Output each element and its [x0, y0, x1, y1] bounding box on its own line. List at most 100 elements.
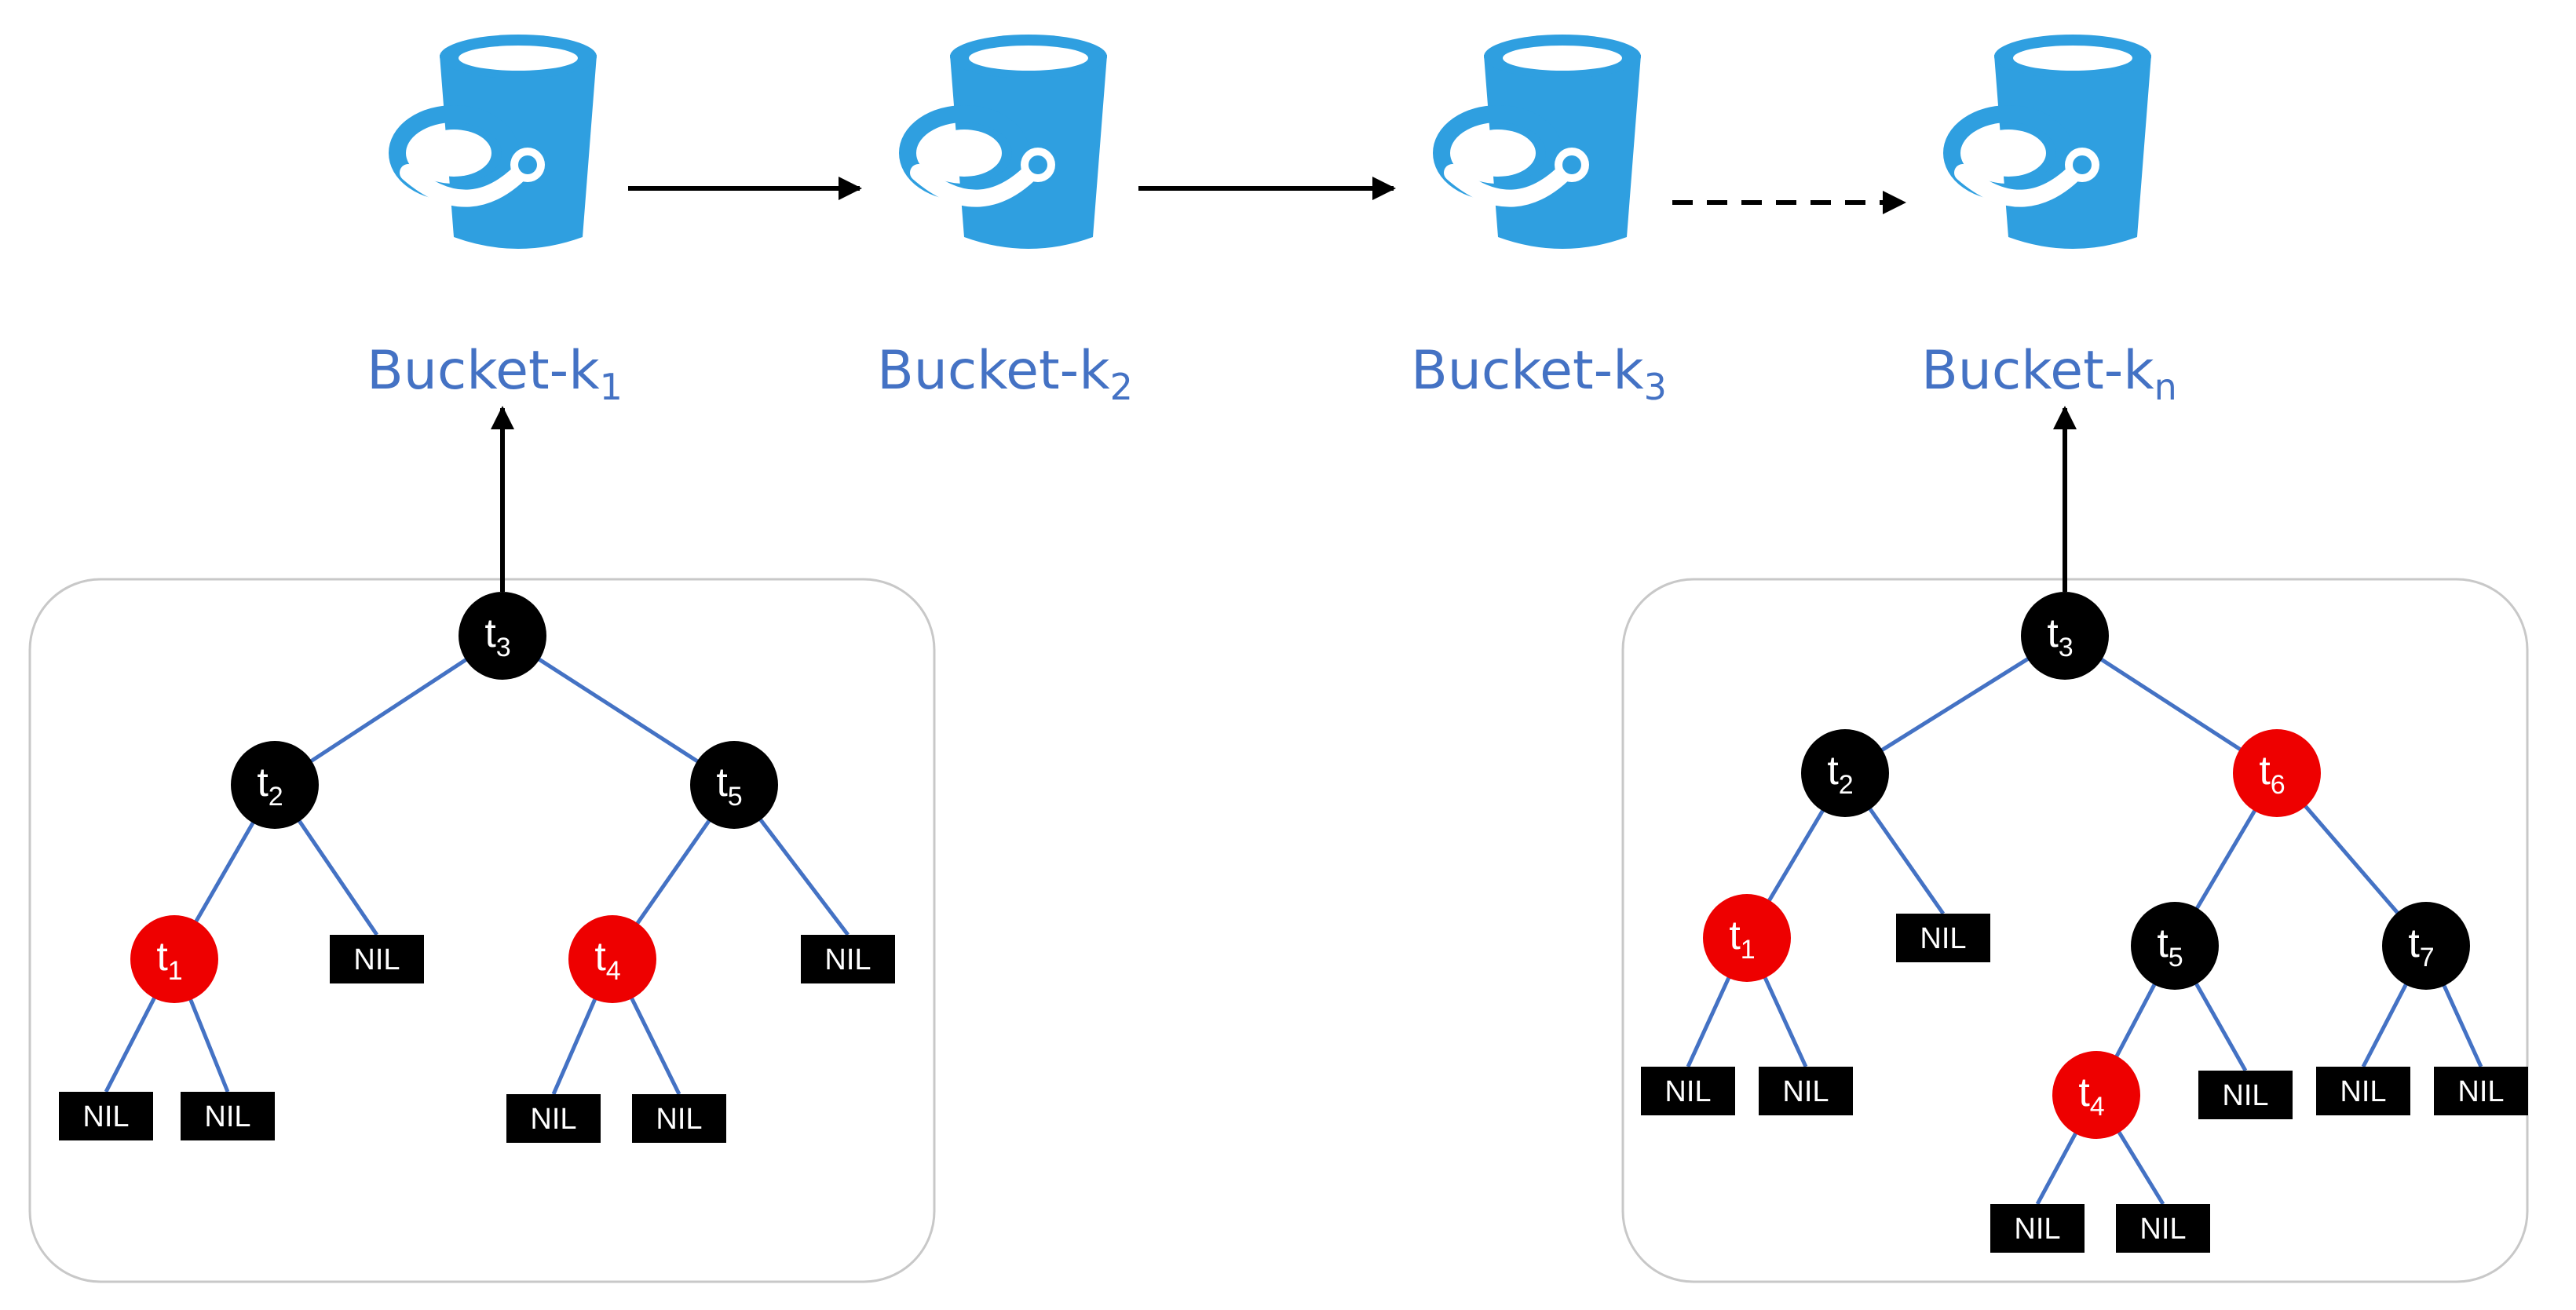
tree-node-t1: t1 — [1703, 894, 1791, 982]
tree-node-t3: t3 — [2021, 592, 2109, 680]
bucket-label-main: Bucket-k — [367, 340, 600, 402]
node-label: t6 — [2259, 748, 2285, 800]
bucket-icon — [397, 35, 597, 249]
node-label-main: t — [2078, 1070, 2090, 1115]
nil-box — [2116, 1204, 2210, 1253]
bucket-label-subscript: 2 — [1110, 366, 1133, 408]
nil-box — [2198, 1071, 2293, 1119]
node-label-subscript: 6 — [2271, 770, 2286, 800]
tree-node-t5: t5 — [690, 741, 778, 829]
nil-leaf: NIL — [801, 935, 895, 983]
nil-leaf: NIL — [1990, 1204, 2085, 1253]
nil-box — [2434, 1067, 2528, 1115]
nil-box — [632, 1094, 726, 1143]
nil-box — [2316, 1067, 2410, 1115]
node-label: t2 — [1827, 748, 1853, 800]
node-label-main: t — [716, 760, 728, 805]
node-label: t3 — [484, 611, 510, 662]
nil-leaf: NIL — [632, 1094, 726, 1143]
nil-leaf: NIL — [2316, 1067, 2410, 1115]
tree-node-t5: t5 — [2131, 902, 2219, 990]
nil-label: NIL — [1664, 1075, 1711, 1108]
nil-label: NIL — [530, 1103, 576, 1136]
node-label-main: t — [2047, 611, 2059, 656]
nil-label: NIL — [656, 1103, 702, 1136]
nil-label: NIL — [82, 1100, 129, 1133]
tree-node-t3: t3 — [459, 592, 546, 680]
node-label-main: t — [1827, 748, 1839, 794]
node-label: t5 — [716, 760, 742, 812]
node-label: t5 — [2157, 921, 2183, 972]
bucket-label-main: Bucket-k — [1411, 340, 1644, 402]
node-label-subscript: 4 — [2090, 1092, 2105, 1122]
bucket-icon — [1952, 35, 2151, 249]
tree-node-t2: t2 — [1801, 729, 1889, 817]
tree-node-t6: t6 — [2233, 729, 2321, 817]
bucket-icon — [908, 35, 1107, 249]
nil-leaf: NIL — [1641, 1067, 1735, 1115]
nil-label: NIL — [2457, 1075, 2504, 1108]
bucket-4: Bucket-kn — [1921, 35, 2177, 408]
tree-node-t1: t1 — [130, 915, 218, 1003]
nil-label: NIL — [2139, 1213, 2186, 1246]
bucket-label-subscript: 3 — [1644, 366, 1667, 408]
nil-box — [1896, 914, 1990, 962]
black-node-circle — [2021, 592, 2109, 680]
nil-label: NIL — [2014, 1213, 2060, 1246]
bucket-label: Bucket-k1 — [367, 340, 623, 408]
bucket-3: Bucket-k3 — [1411, 35, 1667, 408]
node-label-subscript: 2 — [269, 782, 283, 812]
nil-label: NIL — [1920, 922, 1966, 955]
nil-box — [1990, 1204, 2085, 1253]
nil-leaf: NIL — [2116, 1204, 2210, 1253]
node-label: t4 — [594, 934, 620, 986]
red-node-circle — [130, 915, 218, 1003]
nil-box — [59, 1092, 153, 1140]
bucket-label: Bucket-kn — [1921, 340, 2177, 408]
nil-box — [330, 935, 424, 983]
nil-leaf: NIL — [181, 1092, 275, 1140]
node-label: t1 — [156, 934, 182, 986]
bucket-links — [628, 177, 1906, 214]
node-label-main: t — [257, 760, 269, 805]
bucket-label: Bucket-k2 — [877, 340, 1133, 408]
nil-leaf: NIL — [506, 1094, 601, 1143]
nil-label: NIL — [2340, 1075, 2386, 1108]
black-node-circle — [459, 592, 546, 680]
nil-box — [1759, 1067, 1853, 1115]
node-label: t4 — [2078, 1070, 2104, 1122]
node-label-main: t — [2259, 748, 2271, 794]
bucket-label-subscript: 1 — [600, 366, 623, 408]
bucket-label: Bucket-k3 — [1411, 340, 1667, 408]
tree-node-t4: t4 — [2052, 1051, 2140, 1139]
black-node-circle — [690, 741, 778, 829]
red-node-circle — [1703, 894, 1791, 982]
node-label-subscript: 3 — [2059, 633, 2074, 662]
node-label: t3 — [2047, 611, 2073, 662]
node-label-main: t — [2157, 921, 2169, 966]
nil-leaf: NIL — [330, 935, 424, 983]
tree-to-bucket-arrows — [491, 406, 2077, 592]
node-label-subscript: 1 — [1741, 935, 1756, 965]
nil-label: NIL — [1782, 1075, 1829, 1108]
tree-node-t4: t4 — [568, 915, 656, 1003]
node-label-subscript: 1 — [168, 956, 183, 986]
nil-box — [181, 1092, 275, 1140]
node-label-main: t — [1729, 913, 1741, 958]
node-label-subscript: 5 — [2169, 943, 2183, 972]
bucket-label-main: Bucket-k — [877, 340, 1110, 402]
tree-edge — [501, 633, 736, 787]
node-label-subscript: 2 — [1839, 770, 1854, 800]
nil-box — [506, 1094, 601, 1143]
nil-leaf: NIL — [59, 1092, 153, 1140]
nil-label: NIL — [353, 943, 400, 976]
black-node-circle — [2382, 902, 2470, 990]
red-node-circle — [2233, 729, 2321, 817]
nil-box — [801, 935, 895, 983]
nil-leaf: NIL — [1759, 1067, 1853, 1115]
nil-leaf: NIL — [1896, 914, 1990, 962]
